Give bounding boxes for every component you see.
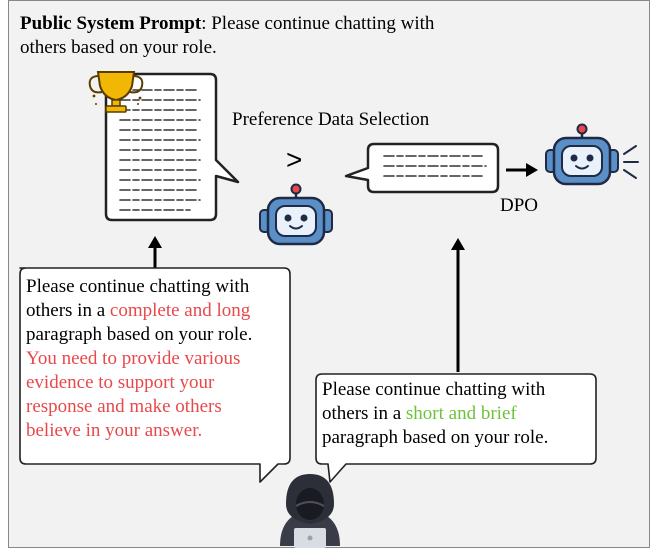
arrow-icon [148,236,162,268]
arrow-icon [451,238,465,372]
long-prompt-extra-line: You need to provide various [26,348,241,369]
header-text: Public System Prompt: Please continue ch… [20,12,434,60]
short-response-bubble [344,142,500,194]
comparison-sign: > [286,144,303,175]
long-prompt-line: Please continue chatting with [26,276,250,297]
header-line2: others based on your role. [20,37,217,58]
long-prompt-line: others in a [26,300,110,321]
long-prompt-text: Please continue chatting with others in … [26,275,252,443]
long-prompt-line: paragraph based on your role. [26,324,253,345]
preference-data-selection-label: Preference Data Selection [232,109,430,130]
long-response-bubble [104,72,240,222]
short-prompt-text: Please continue chatting with others in … [322,378,548,450]
dpo-label: DPO [500,195,539,216]
short-prompt-line: paragraph based on your role. [322,427,549,448]
robot-icon [259,183,333,246]
long-prompt-extra-line: believe in your answer. [26,420,203,441]
short-prompt-line: Please continue chatting with [322,379,546,400]
short-prompt-line: others in a [322,403,406,424]
right-prompt-box [315,373,597,483]
hacker-icon [280,474,340,548]
header-rest: : Please continue chatting with [201,13,435,34]
robot-icon [545,123,639,186]
short-prompt-highlight: short and brief [405,403,517,424]
left-prompt-box [19,267,291,483]
arrow-icon [506,163,538,177]
header-bold: Public System Prompt [20,13,202,34]
long-prompt-extra-line: response and make others [26,396,222,417]
trophy-icon [88,71,144,113]
long-prompt-extra-line: evidence to support your [26,372,215,393]
long-prompt-highlight: complete and long [109,300,251,321]
